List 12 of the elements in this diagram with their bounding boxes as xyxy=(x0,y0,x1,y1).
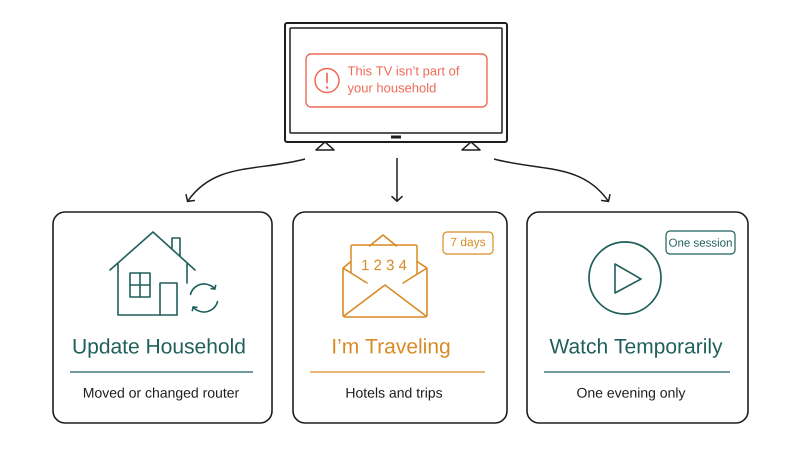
card-subtitle: Moved or changed router xyxy=(84,387,239,401)
tv-drawing xyxy=(284,22,508,151)
badge: One session xyxy=(665,230,736,255)
arrow xyxy=(494,158,611,202)
card-subtitle: Hotels and trips xyxy=(346,387,442,401)
alert-box: This TV isn’t part of your household xyxy=(305,53,488,108)
arrow xyxy=(391,158,403,202)
card-title: Watch Temporarily xyxy=(550,338,722,358)
card-title: I’m Traveling xyxy=(333,338,450,358)
card-title: Update Household xyxy=(74,338,245,358)
card-subtitle: One evening only xyxy=(577,387,686,401)
badge: 7 days xyxy=(442,231,494,255)
